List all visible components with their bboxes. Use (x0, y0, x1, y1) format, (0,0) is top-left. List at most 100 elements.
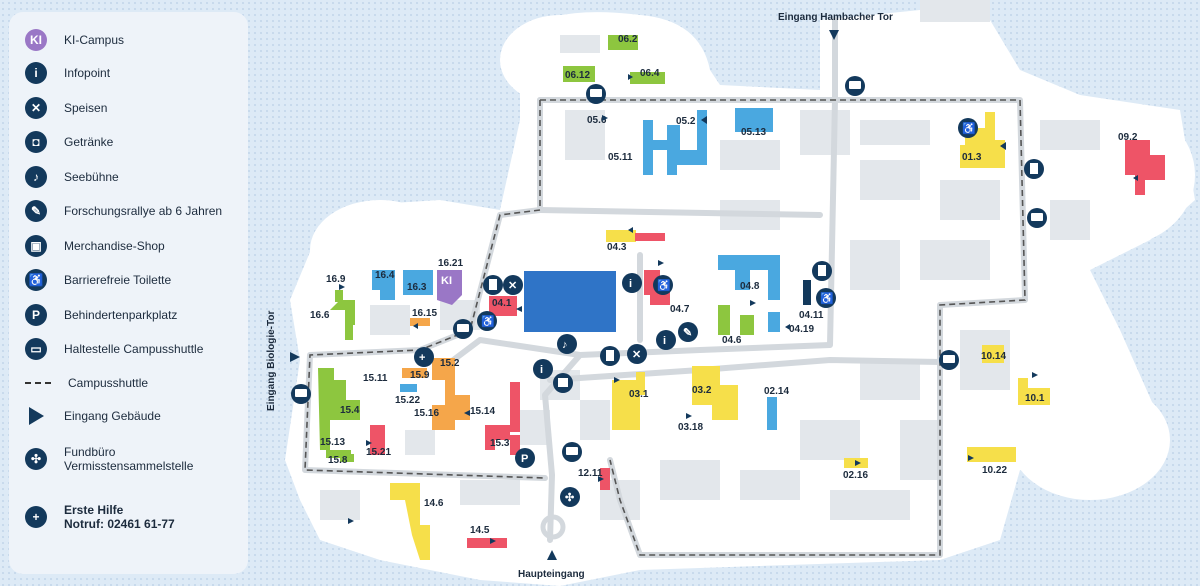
gate-north-label: Eingang Hambacher Tor (778, 12, 893, 23)
building-06-4 (630, 72, 665, 84)
legend-label: Forschungsrallye ab 6 Jahren (64, 204, 223, 218)
building-04-19 (768, 312, 780, 332)
label-15-8: 15.8 (328, 455, 348, 466)
building-04-8 (718, 255, 780, 300)
gift-icon: ▣ (25, 235, 47, 257)
building-10-14 (982, 345, 1004, 363)
accessible-toilet-icon: ♿ (958, 118, 978, 138)
label-16-3: 16.3 (407, 282, 427, 293)
gate-west-label: Eingang Biologie-Tor (266, 311, 277, 411)
building-16-9 (335, 290, 343, 302)
gray-buildings (320, 0, 1100, 520)
svg-text:i: i (629, 278, 632, 290)
gate-south-label: Haupteingang (518, 569, 585, 580)
legend-item: ▭Haltestelle Campusshuttle (25, 338, 203, 360)
dashed-line-icon (25, 382, 51, 384)
label-01-3: 01.3 (962, 152, 982, 163)
svg-text:♿: ♿ (657, 279, 671, 292)
bus-stop-icon (845, 76, 865, 96)
building-04-1 (489, 296, 517, 316)
gate-north-arrow (829, 30, 839, 40)
building-04-11 (803, 280, 811, 305)
label-15-2: 15.2 (440, 358, 460, 369)
building-04-6 (718, 305, 730, 335)
label-15-13: 15.13 (320, 437, 345, 448)
label-04-6: 04.6 (722, 335, 742, 346)
legend-item: ✎Forschungsrallye ab 6 Jahren (25, 200, 222, 222)
drink-icon (1024, 159, 1044, 179)
svg-text:✕: ✕ (508, 280, 517, 292)
svg-text:♪: ♪ (562, 339, 568, 351)
lost-found-icon: ✣ (25, 448, 47, 470)
disabled-parking-icon: P (515, 448, 535, 468)
stage-icon: ♪ (557, 334, 577, 354)
legend-item: ♪ Seebühne (25, 166, 119, 188)
accessible-toilet-icon: ♿ (653, 275, 673, 295)
legend-label: Infopoint (64, 66, 111, 80)
label-14-6: 14.6 (424, 498, 444, 509)
legend-label: Behindertenparkplatz (64, 308, 178, 322)
svg-text:♿: ♿ (962, 122, 976, 135)
legend-label: Seebühne (64, 170, 119, 184)
svg-text:KI: KI (441, 275, 452, 287)
label-16-6: 16.6 (310, 310, 330, 321)
label-05-2: 05.2 (676, 116, 696, 127)
shuttle-route (304, 99, 1026, 556)
stage-icon: ♪ (25, 166, 47, 188)
building-05-2 (643, 110, 707, 175)
food-icon: ✕ (627, 344, 647, 364)
map-pins[interactable]: ♿ ♿ ♿ ♿ ✕ ✕ i i i ♪ ✎ + P ✣ KI (291, 76, 1047, 507)
label-10-1: 10.1 (1025, 393, 1045, 404)
accessible-toilet-icon: ♿ (477, 311, 497, 331)
building-16-4 (372, 270, 395, 300)
bus-icon: ▭ (25, 338, 47, 360)
legend-item: Eingang Gebäude (25, 407, 161, 425)
label-15-16: 15.16 (414, 408, 439, 419)
building-15-8 (340, 454, 354, 462)
label-09-2: 09.2 (1118, 132, 1138, 143)
label-10-14: 10.14 (981, 351, 1006, 362)
svg-text:✎: ✎ (683, 327, 692, 339)
building-15-11 (318, 368, 360, 450)
label-03-18: 03.18 (678, 422, 703, 433)
building-12-11 (600, 468, 610, 490)
svg-text:✕: ✕ (632, 349, 641, 361)
bus-stop-icon (1027, 208, 1047, 228)
label-16-9: 16.9 (326, 274, 346, 285)
legend-item: Campusshuttle (25, 376, 148, 390)
legend-item: ✕Speisen (25, 97, 107, 119)
colored-buildings (318, 35, 1165, 560)
bus-stop-icon (291, 384, 311, 404)
ki-campus-icon: KI (438, 270, 458, 290)
label-02-16: 02.16 (843, 470, 868, 481)
label-15-21: 15.21 (366, 447, 391, 458)
building-03-2 (692, 366, 738, 420)
legend-label: Fundbüro Vermisstensammelstelle (64, 445, 194, 473)
bus-stop-icon (562, 442, 582, 462)
drink-icon: ◘ (25, 131, 47, 153)
svg-text:i: i (540, 364, 543, 376)
info-icon: i (533, 359, 553, 379)
drink-icon (812, 261, 832, 281)
bus-stop-icon (939, 350, 959, 370)
food-icon: ✕ (25, 97, 47, 119)
building-06-2 (608, 35, 638, 50)
label-04-7: 04.7 (670, 304, 690, 315)
label-15-14: 15.14 (470, 406, 495, 417)
label-06-4: 06.4 (640, 68, 660, 79)
entrance-triangle-icon (29, 407, 44, 425)
lake (524, 271, 616, 332)
label-15-22: 15.22 (395, 395, 420, 406)
accessible-toilet-icon: ♿ (25, 269, 47, 291)
label-04-19: 04.19 (789, 324, 814, 335)
building-03-1 (612, 372, 645, 430)
bus-stop-icon (586, 84, 606, 104)
legend-label: Merchandise-Shop (64, 239, 165, 253)
building-15-21 (370, 425, 385, 455)
food-icon: ✕ (503, 275, 523, 295)
lost-found-icon: ✣ (560, 487, 580, 507)
legend-label: KI-Campus (64, 33, 125, 47)
building-14-5 (467, 538, 507, 548)
